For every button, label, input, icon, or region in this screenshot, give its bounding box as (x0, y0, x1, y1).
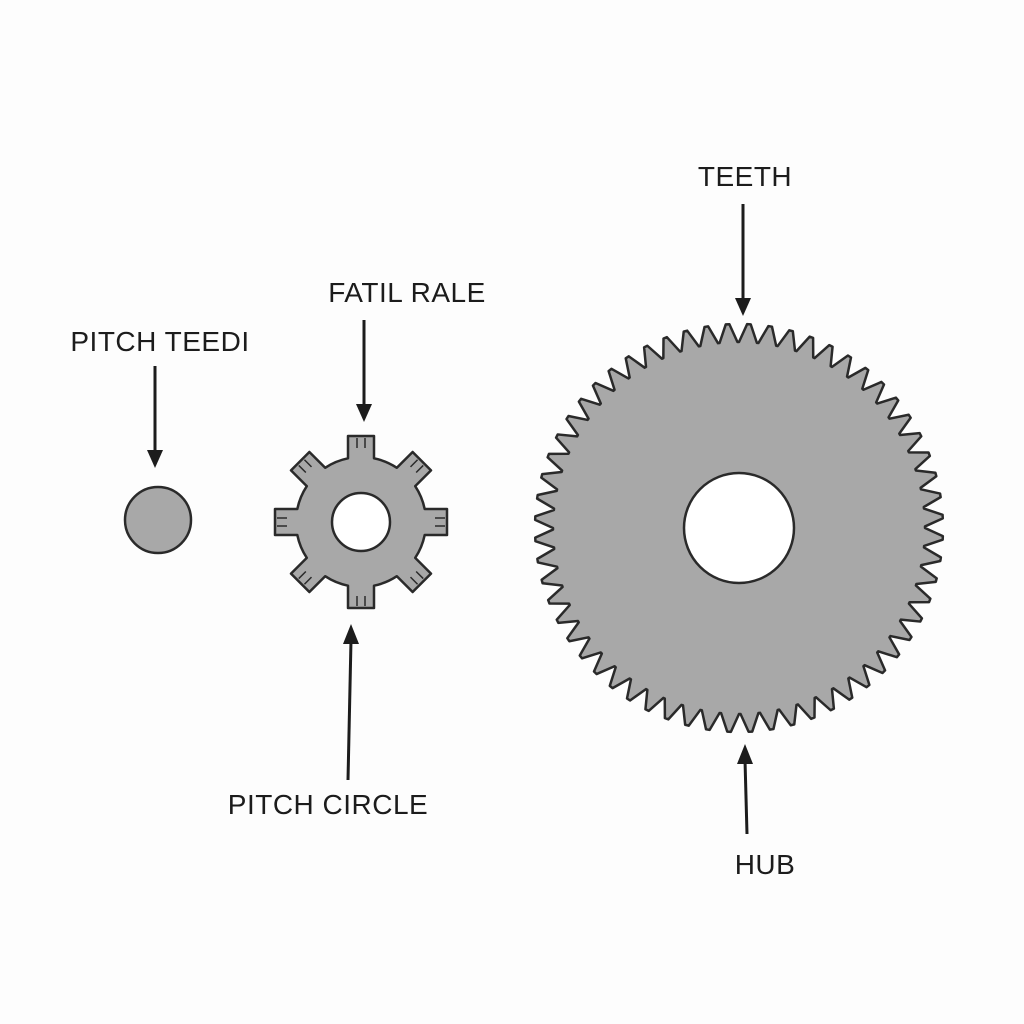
arrow-teeth (735, 204, 751, 316)
small-gear-tooth-mark (409, 576, 419, 585)
small-gear-tooth-mark (415, 464, 424, 474)
arrow-pitch-teedi (147, 366, 163, 468)
small-gear-hole (330, 491, 392, 553)
label-fatil-rale: FATIL RALE (328, 277, 486, 308)
large-gear (533, 322, 945, 734)
label-pitch-circle: PITCH CIRCLE (228, 789, 428, 820)
label-pitch-teedi: PITCH TEEDI (70, 326, 249, 357)
small-gear (273, 434, 449, 610)
label-hub: HUB (735, 849, 796, 880)
small-gear-tooth-mark (298, 570, 307, 580)
small-gear-tooth-mark (298, 464, 307, 474)
small-gear-tooth-mark (409, 459, 419, 468)
arrow-fatil-rale (356, 320, 372, 422)
label-teeth: TEETH (698, 161, 792, 192)
pitch-disc (123, 485, 193, 555)
small-gear-tooth-mark (303, 576, 313, 585)
small-gear-tooth-mark (303, 459, 313, 468)
arrow-pitch-circle (343, 624, 359, 781)
hub-hole (682, 471, 796, 585)
arrow-hub (737, 744, 753, 835)
small-gear-tooth-mark (415, 570, 424, 580)
